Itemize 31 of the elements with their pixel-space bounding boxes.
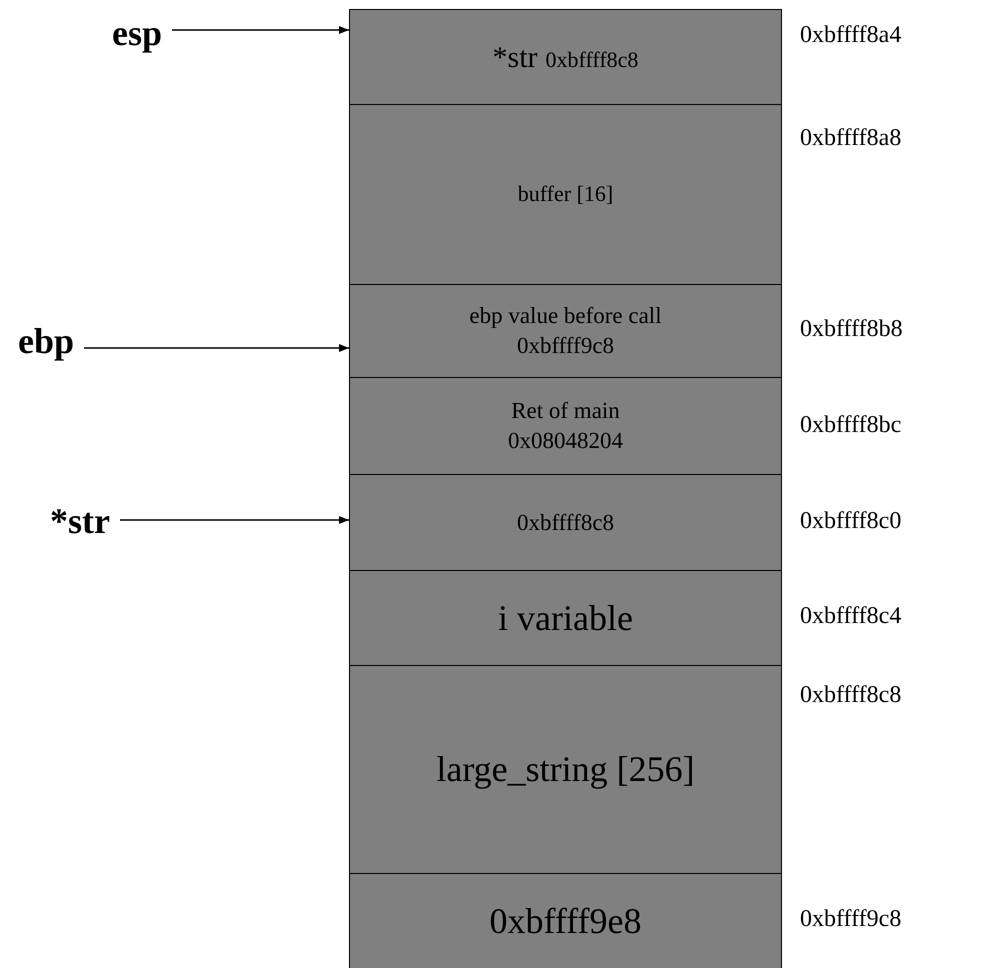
address-label: 0xbffff8bc [800, 412, 902, 439]
pointer-label: *str [50, 500, 110, 542]
stack-slot [349, 284, 782, 378]
stack-slot [349, 474, 782, 571]
slot-label: 0xbffff8c8 [546, 46, 638, 72]
slot-label: i variable [498, 598, 633, 638]
arrow [120, 516, 349, 524]
arrow [84, 344, 349, 352]
stack-slot [349, 104, 782, 285]
address-label: 0xbffff8c8 [800, 682, 902, 709]
address-label: 0xbffff8c4 [800, 603, 902, 630]
slot-label: 0xbffff9e8 [490, 900, 642, 941]
stack-slot [349, 570, 782, 666]
pointer-label: esp [112, 12, 162, 54]
address-label: 0xbffff8b8 [800, 316, 903, 343]
address-label: 0xbffff8a4 [800, 22, 902, 49]
slot-label: *str [492, 40, 538, 74]
address-label: 0xbffff8c0 [800, 508, 902, 535]
slot-label: buffer [16] [518, 181, 614, 206]
slot-label: 0xbffff8c8 [516, 510, 614, 535]
stack-slot [349, 873, 782, 968]
slot-label: ebp value before call 0xbffff9c8 [468, 302, 663, 360]
pointer-label: ebp [18, 320, 74, 362]
stack-slot [349, 665, 782, 874]
stack-slot [349, 377, 782, 475]
slot-label: Ret of main 0x08048204 [507, 397, 624, 455]
address-label: 0xbffff8a8 [800, 125, 902, 152]
address-label: 0xbffff9c8 [800, 906, 902, 933]
slot-label: large_string [256] [436, 749, 695, 790]
arrow [172, 26, 349, 34]
stack-slot [349, 9, 782, 105]
